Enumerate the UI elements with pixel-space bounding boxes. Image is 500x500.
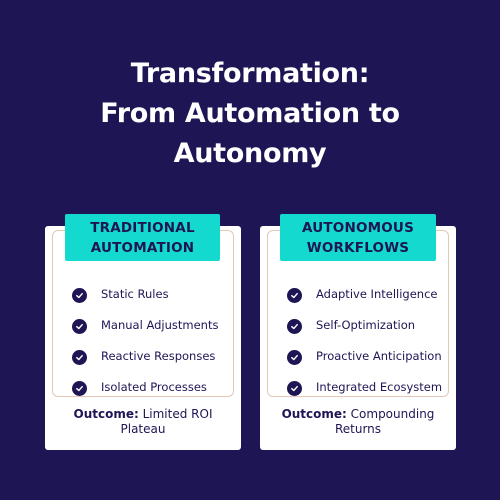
list-item: Self-Optimization <box>287 309 457 340</box>
list-item-label: Adaptive Intelligence <box>316 287 438 301</box>
autonomous-workflows-list: Adaptive Intelligence Self-Optimization … <box>287 278 457 402</box>
traditional-automation-inner-frame: Static Rules Manual Adjustments Reactive… <box>52 230 234 397</box>
page-title: Transformation: From Automation to Auton… <box>0 54 500 174</box>
autonomous-workflows-card: Adaptive Intelligence Self-Optimization … <box>260 226 456 450</box>
list-item: Proactive Anticipation <box>287 340 457 371</box>
autonomous-workflows-outcome: Outcome: Compounding Returns <box>260 407 456 437</box>
list-item-label: Self-Optimization <box>316 318 416 332</box>
list-item: Isolated Processes <box>72 371 242 402</box>
traditional-automation-heading: TRADITIONAL AUTOMATION <box>65 214 220 261</box>
list-item-label: Manual Adjustments <box>101 318 219 332</box>
traditional-automation-list: Static Rules Manual Adjustments Reactive… <box>72 278 242 402</box>
autonomous-workflows-inner-frame: Adaptive Intelligence Self-Optimization … <box>267 230 449 397</box>
check-circle-icon <box>287 319 302 334</box>
traditional-automation-outcome: Outcome: Limited ROI Plateau <box>45 407 241 437</box>
list-item-label: Reactive Responses <box>101 349 216 363</box>
outcome-text-line-1: Limited ROI <box>138 407 213 421</box>
heading-line-1: TRADITIONAL <box>90 220 195 236</box>
list-item: Adaptive Intelligence <box>287 278 457 309</box>
outcome-text-line-1: Compounding <box>346 407 435 421</box>
title-line-2: From Automation to <box>100 98 400 129</box>
outcome-label: Outcome: <box>281 407 347 421</box>
heading-line-2: WORKFLOWS <box>306 240 410 256</box>
check-circle-icon <box>287 288 302 303</box>
heading-line-2: AUTOMATION <box>90 240 195 256</box>
check-circle-icon <box>72 288 87 303</box>
outcome-text-line-2: Plateau <box>120 422 166 436</box>
list-item: Reactive Responses <box>72 340 242 371</box>
list-item: Manual Adjustments <box>72 309 242 340</box>
traditional-automation-card: Static Rules Manual Adjustments Reactive… <box>45 226 241 450</box>
check-circle-icon <box>72 350 87 365</box>
list-item: Integrated Ecosystem <box>287 371 457 402</box>
check-circle-icon <box>287 350 302 365</box>
list-item-label: Isolated Processes <box>101 380 207 394</box>
list-item-label: Static Rules <box>101 287 169 301</box>
heading-line-1: AUTONOMOUS <box>301 220 415 236</box>
check-circle-icon <box>72 319 87 334</box>
list-item-label: Integrated Ecosystem <box>316 380 443 394</box>
check-circle-icon <box>72 381 87 396</box>
outcome-text-line-2: Returns <box>334 422 382 436</box>
check-circle-icon <box>287 381 302 396</box>
title-line-1: Transformation: <box>130 58 370 89</box>
outcome-label: Outcome: <box>73 407 139 421</box>
title-line-3: Autonomy <box>173 138 327 169</box>
autonomous-workflows-heading: AUTONOMOUS WORKFLOWS <box>280 214 436 261</box>
list-item: Static Rules <box>72 278 242 309</box>
list-item-label: Proactive Anticipation <box>316 349 442 363</box>
